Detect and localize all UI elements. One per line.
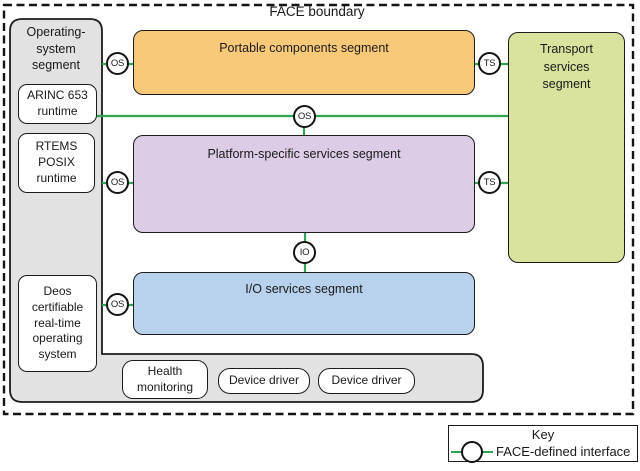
interface-circle-io: IO [293,241,316,264]
key-interface-circle-icon [461,441,483,463]
interface-circle-ts-portable: TS [478,52,501,75]
deos-rtos-box: Deos certifiable real-time operating sys… [18,275,97,372]
portable-components-segment: Portable components segment [133,30,475,95]
interface-circle-ts-platform: TS [478,171,501,194]
key-title: Key [531,427,555,442]
key-interface-label: FACE-defined interface [496,444,631,459]
interface-circle-os-platform: OS [106,171,129,194]
face-boundary-outline [2,3,635,416]
key-row: FACE-defined interface [449,441,637,463]
portable-components-label: Portable components segment [219,41,389,55]
rtems-posix-runtime-box: RTEMS POSIX runtime [18,133,95,193]
os-segment-title: Operating- system segment [26,25,86,72]
device-driver-box-1: Device driver [218,368,310,394]
io-services-segment: I/O services segment [133,272,475,335]
face-boundary-label: FACE boundary [269,4,365,19]
transport-services-segment: Transport services segment [508,32,625,263]
interface-circle-os-portable: OS [106,52,129,75]
transport-services-label: Transport services segment [539,42,594,91]
interface-circle-os-io: OS [106,293,129,316]
health-monitoring-box: Health monitoring [122,360,208,399]
platform-specific-services-label: Platform-specific services segment [207,147,401,161]
device-driver-box-2: Device driver [318,368,415,394]
interface-circle-os-line: OS [293,105,316,128]
key-box: Key FACE-defined interface [448,425,638,463]
io-services-label: I/O services segment [245,282,363,296]
platform-specific-services-segment: Platform-specific services segment [133,135,475,233]
arinc-653-runtime-box: ARINC 653 runtime [18,84,97,124]
